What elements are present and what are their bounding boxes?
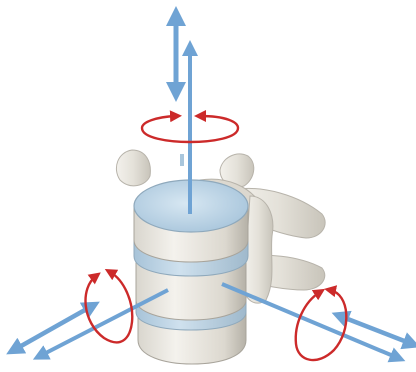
- transverse-translation-arrow: [14, 306, 92, 350]
- sagittal-axis-line: [222, 284, 398, 358]
- sagittal-axis: [222, 284, 412, 360]
- superior-articular-process-left: [116, 150, 150, 186]
